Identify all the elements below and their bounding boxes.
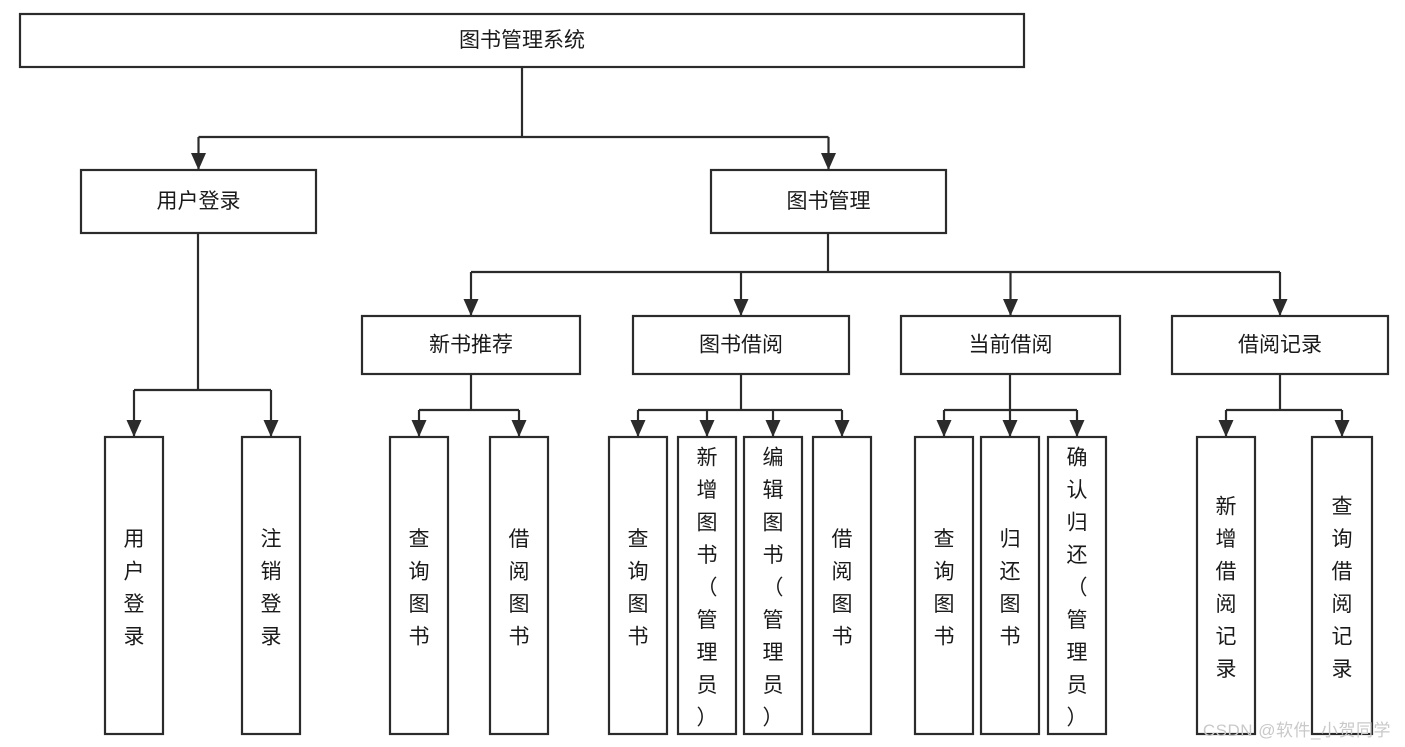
node-book-borrow[interactable]: 图书借阅	[631, 314, 851, 376]
conn-bookmgmt-to-level3	[463, 233, 1288, 316]
node-borrow-record[interactable]: 借阅记录	[1170, 314, 1390, 376]
node-box[interactable]	[360, 314, 582, 376]
node-box[interactable]	[913, 435, 975, 736]
node-label: 注销登录	[261, 528, 282, 649]
node-label: 编辑图书（管理员）	[763, 447, 784, 730]
conn-root-to-level2	[191, 67, 836, 170]
node-box[interactable]	[79, 168, 318, 235]
node-leaf-edit-book[interactable]: 编辑图书（管理员）	[742, 435, 804, 736]
arrow-head-icon	[821, 153, 836, 170]
node-label: 查询图书	[409, 528, 430, 649]
node-leaf-query-book-current[interactable]: 查询图书	[913, 435, 975, 736]
node-label: 查询图书	[628, 528, 649, 649]
arrow-head-icon	[511, 420, 527, 437]
node-leaf-add-borrow-record[interactable]: 新增借阅记录	[1195, 435, 1257, 736]
node-box[interactable]	[742, 435, 804, 736]
conn-current-to-leaves	[936, 374, 1085, 437]
node-label: 归还图书	[1000, 528, 1021, 649]
arrow-head-icon	[699, 420, 715, 437]
node-leaf-confirm-return[interactable]: 确认归还（管理员）	[1046, 435, 1108, 736]
node-box[interactable]	[488, 435, 550, 736]
arrow-head-icon	[1003, 299, 1018, 316]
watermark-label: CSDN @软件_小贺同学	[1202, 721, 1391, 740]
conn-userlogin-to-leaves	[126, 233, 279, 437]
arrow-head-icon	[834, 420, 850, 437]
node-label: 图书管理	[787, 190, 871, 213]
node-box[interactable]	[899, 314, 1122, 376]
arrow-head-icon	[1272, 299, 1288, 316]
node-leaf-borrow-book-recommend[interactable]: 借阅图书	[488, 435, 550, 736]
node-label: 借阅图书	[509, 528, 530, 649]
node-box[interactable]	[811, 435, 873, 736]
node-label: 用户登录	[157, 190, 241, 213]
arrow-head-icon	[463, 299, 479, 316]
node-book-management[interactable]: 图书管理	[709, 168, 948, 235]
node-label: 新增借阅记录	[1216, 495, 1237, 681]
node-box[interactable]	[1195, 435, 1257, 736]
node-label: 新增图书（管理员）	[697, 447, 718, 730]
node-layer: 图书管理系统用户登录图书管理新书推荐图书借阅当前借阅借阅记录用户登录注销登录查询…	[18, 12, 1390, 736]
arrow-head-icon	[765, 420, 781, 437]
node-box[interactable]	[631, 314, 851, 376]
node-box[interactable]	[607, 435, 669, 736]
node-leaf-query-borrow-record[interactable]: 查询借阅记录	[1310, 435, 1374, 736]
node-box[interactable]	[1046, 435, 1108, 736]
conn-borrow-to-leaves	[630, 374, 850, 437]
node-label: 借阅图书	[832, 528, 853, 649]
node-box[interactable]	[240, 435, 302, 736]
node-label: 当前借阅	[969, 334, 1053, 357]
node-box[interactable]	[979, 435, 1041, 736]
node-box[interactable]	[18, 12, 1026, 69]
node-box[interactable]	[1310, 435, 1374, 736]
arrow-head-icon	[1069, 420, 1085, 437]
node-label: 用户登录	[124, 528, 145, 649]
node-user-login[interactable]: 用户登录	[79, 168, 318, 235]
node-label: 查询图书	[934, 528, 955, 649]
node-leaf-return-book[interactable]: 归还图书	[979, 435, 1041, 736]
node-leaf-logout-login[interactable]: 注销登录	[240, 435, 302, 736]
node-label: 确认归还（管理员）	[1067, 447, 1088, 730]
node-current-borrow[interactable]: 当前借阅	[899, 314, 1122, 376]
arrow-head-icon	[411, 420, 427, 437]
conn-record-to-leaves	[1218, 374, 1350, 437]
arrow-head-icon	[1334, 420, 1350, 437]
node-leaf-borrow-book[interactable]: 借阅图书	[811, 435, 873, 736]
node-box[interactable]	[1170, 314, 1390, 376]
node-label: 新书推荐	[429, 334, 513, 357]
node-box[interactable]	[103, 435, 165, 736]
arrow-head-icon	[126, 420, 142, 437]
node-box[interactable]	[709, 168, 948, 235]
arrow-head-icon	[630, 420, 646, 437]
node-label: 图书借阅	[699, 334, 783, 357]
node-leaf-query-book-recommend[interactable]: 查询图书	[388, 435, 450, 736]
node-label: 查询借阅记录	[1332, 495, 1353, 681]
node-leaf-user-login[interactable]: 用户登录	[103, 435, 165, 736]
node-leaf-query-book-borrow[interactable]: 查询图书	[607, 435, 669, 736]
arrow-head-icon	[191, 153, 206, 170]
arrow-head-icon	[263, 420, 279, 437]
node-box[interactable]	[676, 435, 738, 736]
arrow-head-icon	[1002, 420, 1018, 437]
node-root[interactable]: 图书管理系统	[18, 12, 1026, 69]
node-box[interactable]	[388, 435, 450, 736]
connector-layer	[126, 67, 1350, 437]
node-leaf-add-book[interactable]: 新增图书（管理员）	[676, 435, 738, 736]
node-new-book-recommend[interactable]: 新书推荐	[360, 314, 582, 376]
node-label: 图书管理系统	[459, 29, 585, 52]
node-label: 借阅记录	[1238, 334, 1322, 357]
arrow-head-icon	[733, 299, 749, 316]
conn-recommend-to-leaves	[411, 374, 527, 437]
arrow-head-icon	[936, 420, 952, 437]
arrow-head-icon	[1218, 420, 1234, 437]
